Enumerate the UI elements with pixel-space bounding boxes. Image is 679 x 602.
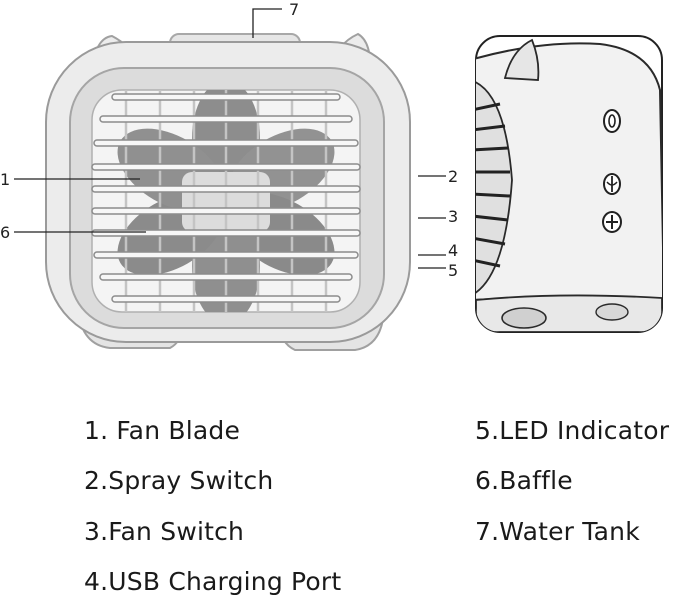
callout-7: 7 (289, 0, 299, 19)
callout-4: 4 (448, 241, 458, 260)
legend-item-2: 2.Spray Switch (84, 466, 274, 495)
side-view (475, 35, 663, 333)
baffle-bars (91, 93, 361, 303)
legend-item-3: 3.Fan Switch (84, 517, 245, 546)
callout-6: 6 (0, 223, 10, 242)
side-foot (501, 307, 547, 329)
fan-switch (603, 173, 621, 195)
product-diagram: 1 6 7 2 3 4 5 (0, 0, 663, 351)
side-grill-bars (476, 102, 511, 268)
side-foot (595, 303, 629, 321)
side-ear (503, 38, 540, 81)
callout-2: 2 (448, 167, 458, 186)
legend-item-1: 1. Fan Blade (84, 416, 241, 445)
legend-item-5: 5.LED Indicator (475, 416, 670, 445)
callout-3: 3 (448, 207, 458, 226)
front-view (45, 32, 411, 351)
legend-item-6: 6.Baffle (475, 466, 573, 495)
legend-item-7: 7.Water Tank (475, 517, 640, 546)
legend-item-4: 4.USB Charging Port (84, 567, 342, 596)
usb-charging-port (602, 211, 622, 233)
spray-switch (603, 109, 621, 133)
callout-lines (14, 8, 446, 269)
callout-1: 1 (0, 170, 10, 189)
callout-5: 5 (448, 261, 458, 280)
